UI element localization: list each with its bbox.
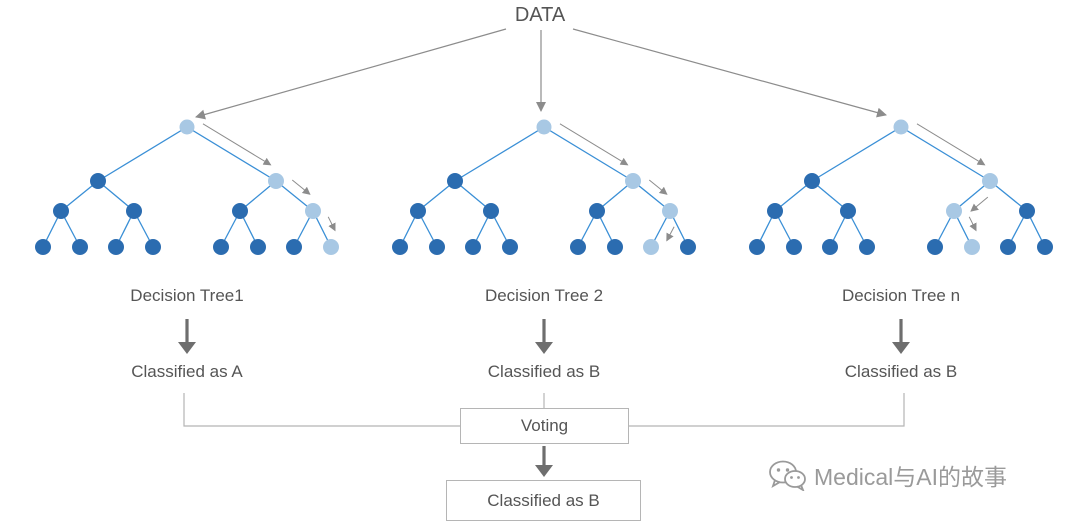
data-arrow-1 xyxy=(195,28,507,120)
tree-node xyxy=(607,239,623,255)
flow-arrow-tree-1 xyxy=(178,319,196,354)
voting-box: Voting xyxy=(460,408,629,444)
tree-edge xyxy=(543,126,634,182)
tree-node xyxy=(502,239,518,255)
tree-edge xyxy=(97,126,188,182)
tree-node xyxy=(465,239,481,255)
path-arrow xyxy=(916,123,986,166)
tree-node-path xyxy=(323,239,339,255)
tree-edge xyxy=(186,126,277,182)
path-arrow xyxy=(559,123,629,166)
tree-node xyxy=(1019,203,1035,219)
tree-node xyxy=(786,239,802,255)
path-arrow xyxy=(327,216,336,232)
tree-node xyxy=(232,203,248,219)
tree-node xyxy=(250,239,266,255)
path-arrow xyxy=(970,196,989,212)
connector-tree-1 xyxy=(183,393,460,427)
tree-node xyxy=(53,203,69,219)
tree-node-path xyxy=(305,203,321,219)
arrow-head xyxy=(178,342,196,354)
tree-node xyxy=(392,239,408,255)
tree-node xyxy=(483,203,499,219)
tree-node xyxy=(90,173,106,189)
voting-label: Voting xyxy=(520,416,569,435)
tree-node xyxy=(213,239,229,255)
tree-node-path xyxy=(946,203,962,219)
tree-node xyxy=(749,239,765,255)
final-result-label: Classified as B xyxy=(487,490,600,510)
tree-node xyxy=(570,239,586,255)
tree-node xyxy=(35,239,51,255)
tree-node xyxy=(767,203,783,219)
decision-tree-1 xyxy=(35,119,339,255)
tree-node xyxy=(447,173,463,189)
arrow-head xyxy=(535,342,553,354)
path-arrow xyxy=(648,179,668,195)
tree-edge xyxy=(811,126,902,182)
watermark-text: Medical与AI的故事 xyxy=(814,464,1007,490)
tree-node xyxy=(822,239,838,255)
flow-arrow-voting xyxy=(535,446,553,477)
data-arrows xyxy=(195,28,887,120)
tree-node xyxy=(804,173,820,189)
wechat-icon xyxy=(769,460,806,491)
tree-node xyxy=(680,239,696,255)
tree-node-path xyxy=(268,173,284,189)
tree-node xyxy=(589,203,605,219)
tree-node xyxy=(145,239,161,255)
tree-node-path xyxy=(643,239,659,255)
tree-node xyxy=(126,203,142,219)
tree-1-result: Classified as A xyxy=(131,362,243,381)
tree-node-path xyxy=(536,119,552,135)
connector-tree-n xyxy=(629,393,905,427)
tree-node xyxy=(859,239,875,255)
tree-node xyxy=(286,239,302,255)
tree-2-result: Classified as B xyxy=(487,362,601,381)
tree-2-label: Decision Tree 2 xyxy=(484,286,604,305)
tree-node-path xyxy=(982,173,998,189)
watermark: Medical与AI的故事 xyxy=(768,458,1007,492)
tree-node xyxy=(1037,239,1053,255)
flow-arrow-tree-2 xyxy=(535,319,553,354)
path-arrow xyxy=(666,226,675,242)
arrow-head xyxy=(535,465,553,477)
data-title: DATA xyxy=(514,4,566,26)
tree-node-path xyxy=(964,239,980,255)
arrow-head xyxy=(892,342,910,354)
final-result-box: Classified as B xyxy=(446,480,641,521)
tree-node xyxy=(72,239,88,255)
tree-node xyxy=(429,239,445,255)
tree-node xyxy=(840,203,856,219)
tree-node xyxy=(927,239,943,255)
tree-edge xyxy=(900,126,991,182)
tree-node xyxy=(1000,239,1016,255)
tree-node-path xyxy=(893,119,909,135)
tree-edge xyxy=(454,126,545,182)
tree-node xyxy=(108,239,124,255)
decision-tree-2 xyxy=(392,119,696,255)
decision-tree-3 xyxy=(749,119,1053,255)
path-arrow xyxy=(968,216,977,232)
tree-node xyxy=(410,203,426,219)
classification-flow xyxy=(178,319,910,477)
tree-node-path xyxy=(662,203,678,219)
tree-node-path xyxy=(179,119,195,135)
path-arrow xyxy=(202,123,272,166)
tree-n-result: Classified as B xyxy=(844,362,958,381)
flow-arrow-tree-n xyxy=(892,319,910,354)
tree-node-path xyxy=(625,173,641,189)
tree-n-label: Decision Tree n xyxy=(841,286,961,305)
decision-trees xyxy=(35,119,1053,255)
tree-1-label: Decision Tree1 xyxy=(130,286,244,305)
path-arrow xyxy=(291,179,311,195)
data-arrow-n xyxy=(572,28,887,118)
